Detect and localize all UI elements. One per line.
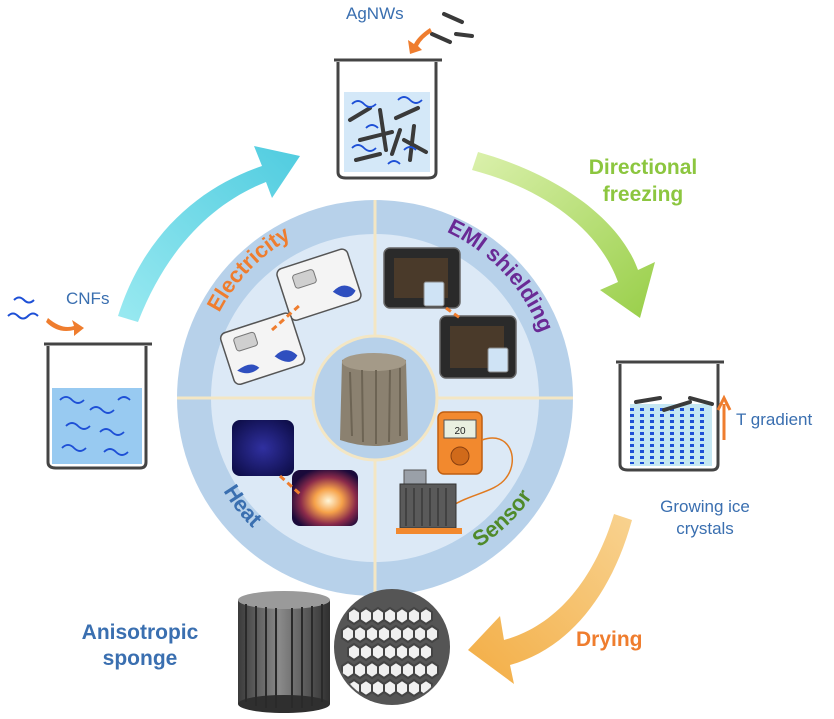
- heat-thermal-cold: [232, 420, 294, 476]
- t-gradient-arrow-icon: [716, 394, 732, 440]
- electricity-link: [271, 303, 301, 332]
- cnfs-label: CNFs: [66, 289, 110, 308]
- beaker-agnws: [334, 58, 442, 180]
- agnws-wires-icon: [430, 12, 474, 44]
- sensor-display-value: 20: [454, 426, 466, 437]
- directional-freezing-line-2: freezing: [602, 183, 684, 206]
- growing-ice-line-1: Growing ice: [660, 497, 750, 516]
- heat-thermal-hot: [292, 470, 358, 526]
- arrow-to-agnws-beaker: [118, 146, 300, 322]
- heat-link: [278, 474, 302, 496]
- emi-link: [445, 306, 461, 320]
- directional-freezing-label: Directional freezing: [578, 154, 708, 208]
- growing-ice-line-2: crystals: [676, 519, 734, 538]
- sponge-cylinder: [238, 591, 330, 713]
- t-gradient-label: T gradient: [736, 410, 813, 429]
- directional-freezing-line-1: Directional: [588, 156, 698, 179]
- growing-ice-crystals-label: Growing ice crystals: [640, 496, 770, 540]
- arrow-directional-freezing: [472, 152, 655, 318]
- beaker-cnfs: [44, 342, 152, 470]
- electricity-led-photo-1: [276, 248, 362, 321]
- emi-photo-2: [439, 315, 517, 379]
- sponge-honeycomb: [334, 589, 450, 705]
- sensor-press: [396, 469, 462, 534]
- beaker-freezing: [616, 360, 724, 472]
- anisotropic-line-2: sponge: [102, 647, 178, 670]
- sensor-meter: [437, 411, 514, 507]
- cnfs-add-arrow-icon: [46, 318, 84, 336]
- anisotropic-line-1: Anisotropic: [81, 621, 199, 644]
- arrow-drying: [468, 514, 632, 684]
- drying-label: Drying: [576, 628, 643, 651]
- electricity-led-photo-2: [219, 312, 306, 386]
- center-sponge-photo: [340, 353, 408, 446]
- agnws-add-arrow-icon: [408, 28, 432, 54]
- agnws-label: AgNWs: [346, 4, 404, 23]
- anisotropic-sponge-label: Anisotropic sponge: [70, 620, 210, 672]
- emi-photo-1: [383, 247, 461, 309]
- cnfs-fibers-icon: [7, 296, 39, 320]
